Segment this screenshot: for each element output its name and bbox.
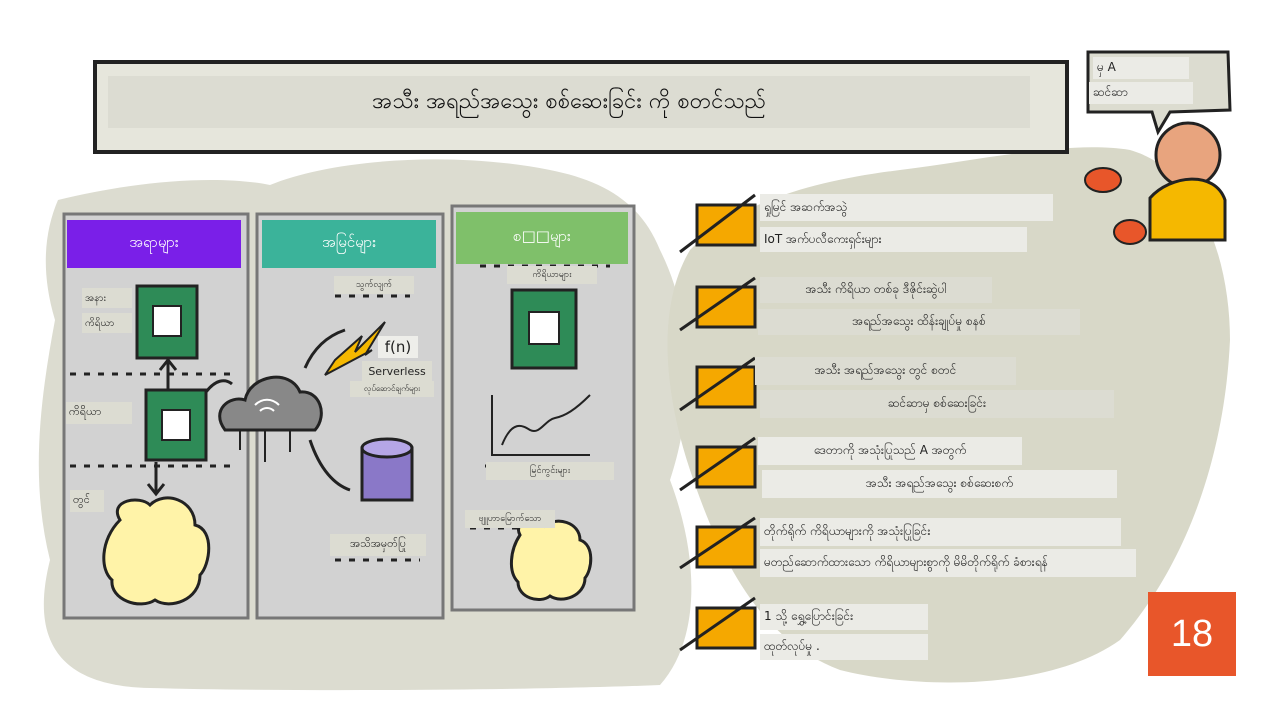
checkbox-icons bbox=[679, 193, 757, 652]
label-storage: အသိအမှတ်ပြု bbox=[330, 534, 426, 556]
arrow-to-database bbox=[308, 439, 351, 492]
lesson-number-badge: 18 bbox=[1148, 592, 1236, 676]
checklist-item-2-line-2: အရည်အသွေး ထိန်းချုပ်မှု စနစ် bbox=[758, 309, 1080, 335]
line-chart-icon bbox=[491, 394, 591, 456]
column-header-bg-actions bbox=[456, 212, 628, 264]
arrow-to-cloud bbox=[204, 379, 233, 393]
chip-icon-actions bbox=[510, 288, 578, 370]
speech-line-1: မှ A bbox=[1093, 57, 1189, 79]
speech-line-2: ဆင်ဆာ bbox=[1089, 82, 1193, 104]
label-devices: ကိရိယာများ bbox=[507, 266, 597, 284]
checklist-item-6-line-2: ထုတ်လုပ်မှု . bbox=[760, 634, 928, 660]
label-visualization: မြင်ကွင်းများ bbox=[486, 462, 614, 480]
checklist-item-1-line-2: IoT အက်ပလီကေးရှင်းများ bbox=[760, 227, 1027, 252]
column-header-insights: အမြင်များ bbox=[321, 233, 377, 251]
label-function: f(n) bbox=[378, 336, 418, 358]
column-header-things: အရာများ bbox=[129, 233, 179, 251]
chip-icon-top bbox=[135, 284, 199, 360]
label-serverless-sub: လုပ်ဆောင်ချက်များ bbox=[350, 381, 434, 397]
label-streaming: သွက်လျက် bbox=[334, 276, 414, 294]
checklist-item-4-line-1: ဒေတာကို အသုံးပြုသည် A အတွက် bbox=[758, 437, 1022, 465]
column-header-bg-things bbox=[67, 220, 241, 268]
checklist-item-3-line-2: ဆင်ဆာမှ စစ်ဆေးခြင်း bbox=[760, 390, 1114, 418]
checklist-item-6-line-1: 1 သို့ ရွှေ့ပြောင်းခြင်း bbox=[760, 604, 928, 630]
checklist-item-2-line-1: အသီး ကိရိယာ တစ်ခု ဒီဇိုင်းဆွဲပါ bbox=[760, 277, 992, 303]
label-edge-top: အနား bbox=[82, 288, 132, 308]
brain-icon-actions bbox=[510, 519, 593, 601]
checklist-item-3-line-1: အသီး အရည်အသွေး တွင် စတင် bbox=[755, 357, 1016, 385]
checklist-item-5-line-2: မတည်ဆောက်ထားသော ကိရိယာများစွာကို မိမိတို… bbox=[760, 549, 1136, 577]
checklist-item-4-line-2: အသီး အရည်အသွေး စစ်ဆေးစက် bbox=[762, 470, 1117, 498]
checklist-item-1-line-1: ရှုမြင် အဆက်အသွဲ bbox=[760, 194, 1053, 221]
column-header-actions: စ□□များ bbox=[513, 227, 571, 245]
cloud-icon bbox=[218, 375, 323, 462]
label-device: ကိရိယာ bbox=[66, 402, 132, 424]
label-serverless: Serverless bbox=[362, 361, 432, 381]
label-device-top: ကိရိယာ bbox=[82, 313, 132, 333]
database-icon bbox=[360, 437, 414, 502]
brain-icon-things bbox=[102, 496, 211, 606]
arrow-up bbox=[158, 357, 178, 390]
lightning-icon bbox=[324, 321, 386, 376]
presenter-character bbox=[1084, 121, 1227, 245]
label-ai: ဗျူဟာမြောက်သော bbox=[465, 510, 555, 528]
chip-icon-middle bbox=[144, 388, 208, 462]
checklist-item-5-line-1: တိုက်ရိုက် ကိရိယာများကို အသုံးပြုခြင်း bbox=[760, 518, 1121, 546]
arrow-down bbox=[146, 462, 166, 497]
arrow-to-lightning bbox=[303, 328, 346, 369]
label-edge: တွင် bbox=[70, 490, 104, 512]
page-title: အသီး အရည်အသွေး စစ်ဆေးခြင်း ကို စတင်သည် bbox=[108, 76, 1030, 128]
column-header-bg-insights bbox=[262, 220, 436, 268]
